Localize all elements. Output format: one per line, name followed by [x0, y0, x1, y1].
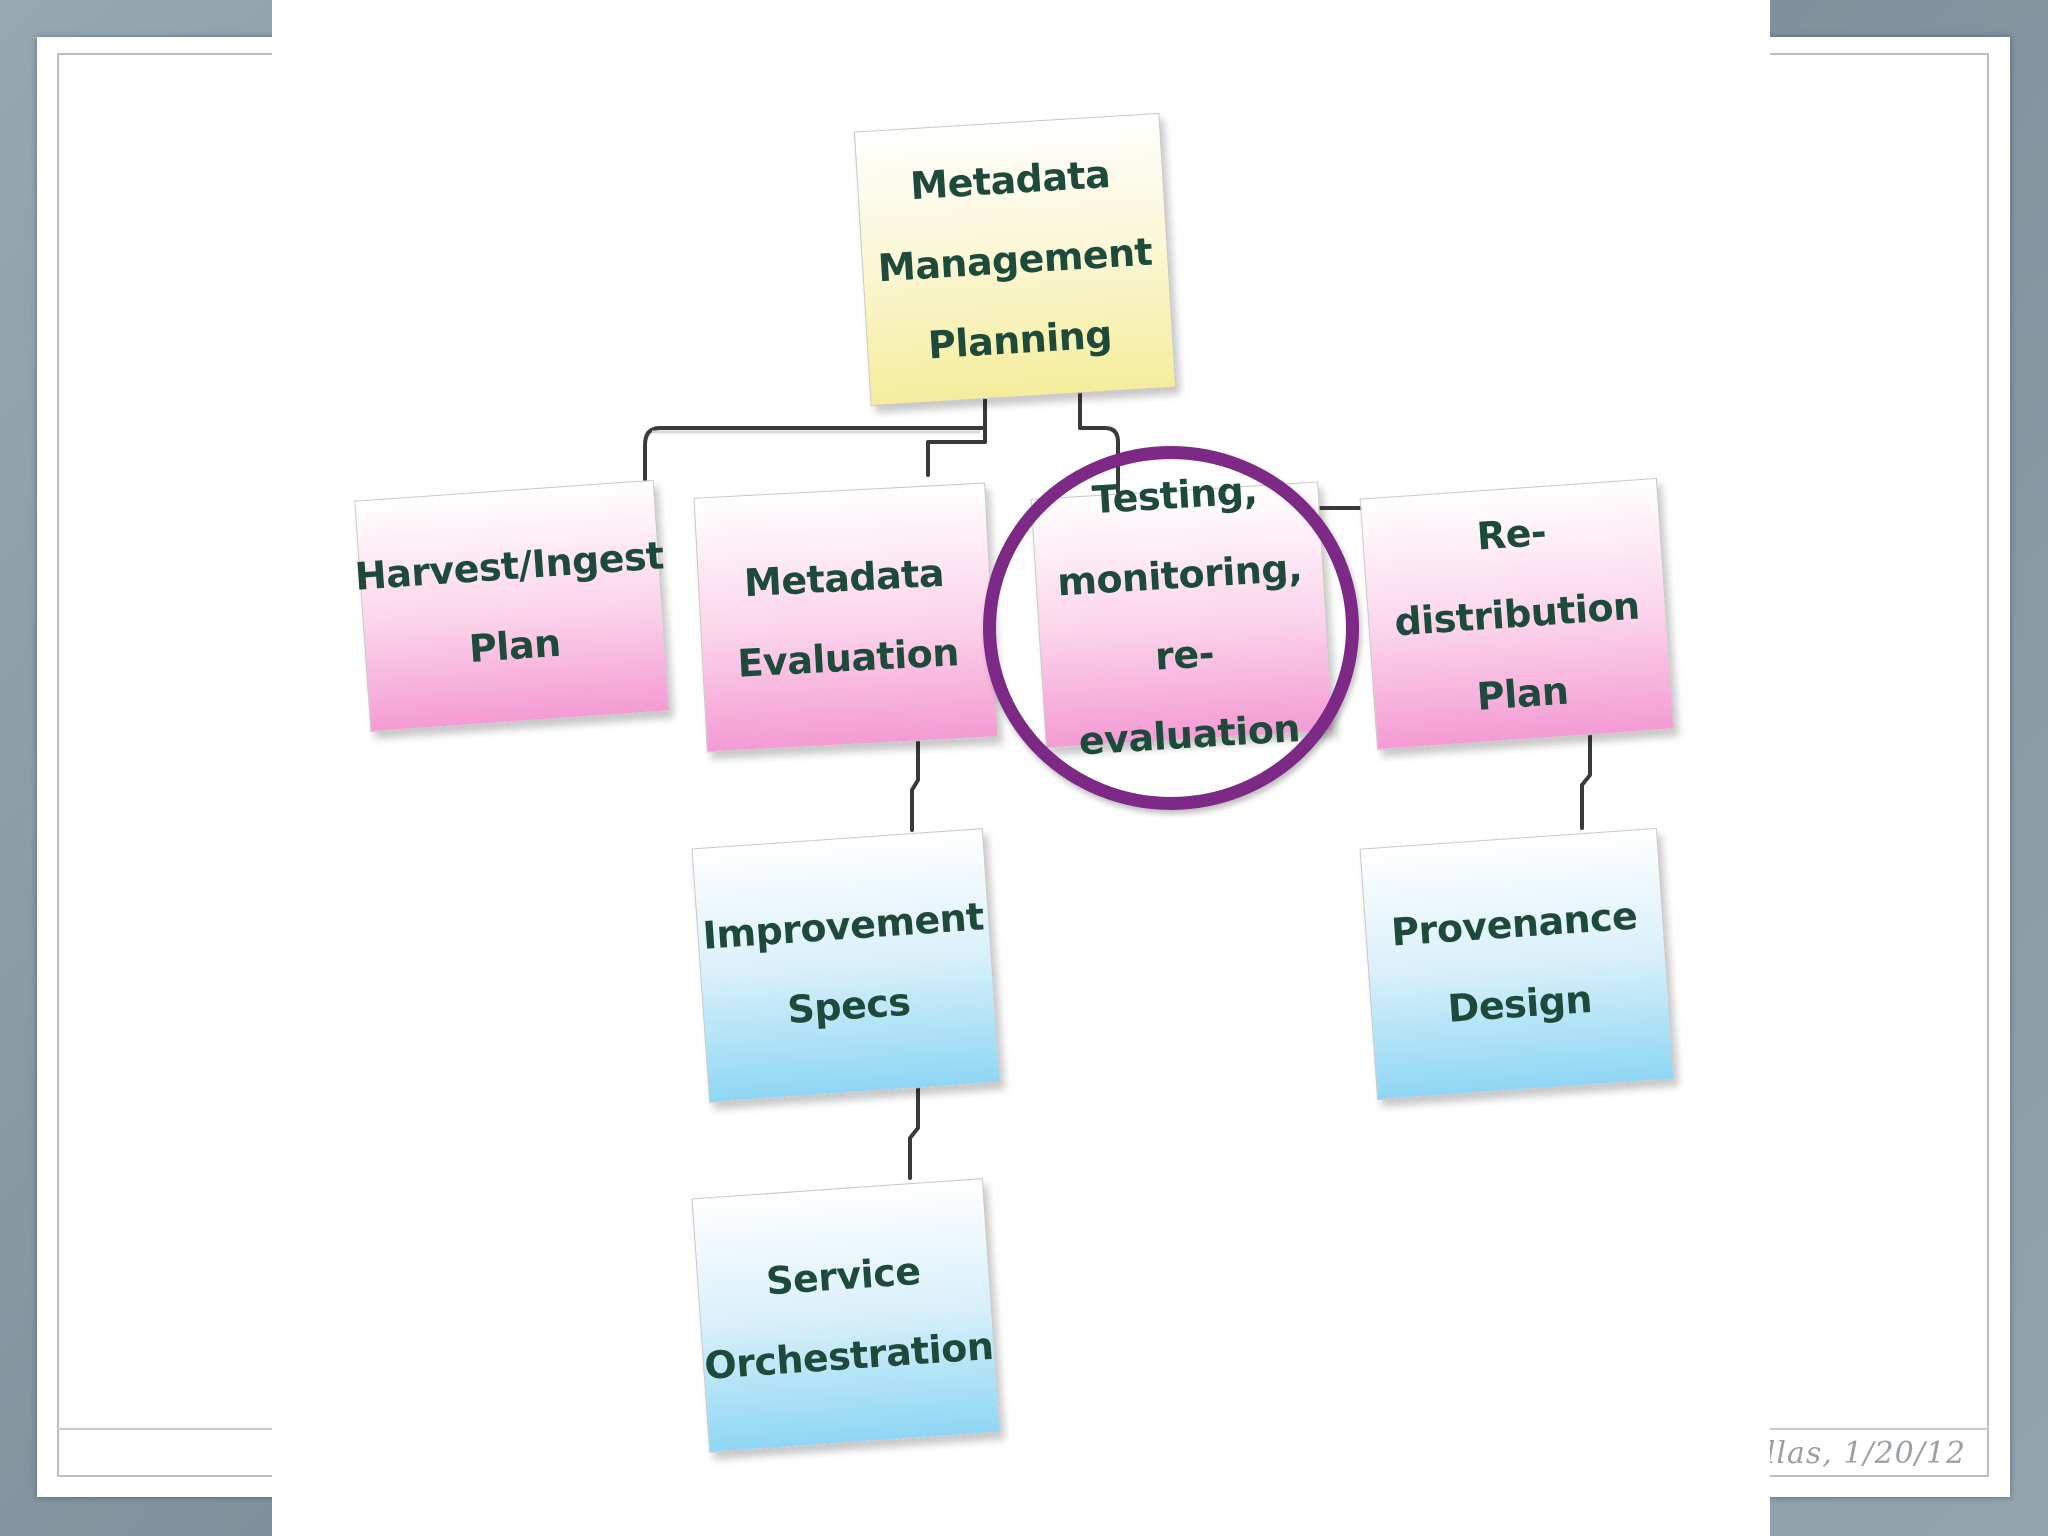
node-redistribution-plan: Re-distribution Plan — [1359, 477, 1675, 751]
node-label: Harvest/Ingest Plan — [353, 533, 666, 672]
connector-root-testing — [1078, 383, 1120, 494]
connector-root-harvest — [643, 383, 987, 500]
node-label: Metadata Management Planning — [876, 151, 1154, 367]
node-metadata-management-planning: Metadata Management Planning — [853, 112, 1177, 407]
node-label: Improvement Specs — [701, 893, 986, 1032]
node-metadata-evaluation: Metadata Evaluation — [693, 482, 999, 753]
connector-redistribution-provenance — [1580, 733, 1592, 830]
node-service-orchestration: Service Orchestration — [691, 1178, 1001, 1453]
node-improvement-specs: Improvement Specs — [691, 828, 1001, 1103]
highlight-circle — [983, 446, 1359, 810]
connector-evaluation-improvement — [910, 736, 920, 832]
connector-root-evaluation — [926, 426, 987, 477]
node-harvest-ingest-plan: Harvest/Ingest Plan — [353, 479, 670, 733]
node-label: Service Orchestration — [702, 1248, 995, 1388]
node-provenance-design: Provenance Design — [1359, 827, 1675, 1101]
node-label: Metadata Evaluation — [736, 550, 960, 686]
connector-improvement-orchestration — [908, 1086, 920, 1180]
node-label: Provenance Design — [1389, 893, 1639, 1031]
node-label: Re-distribution Plan — [1393, 509, 1641, 719]
